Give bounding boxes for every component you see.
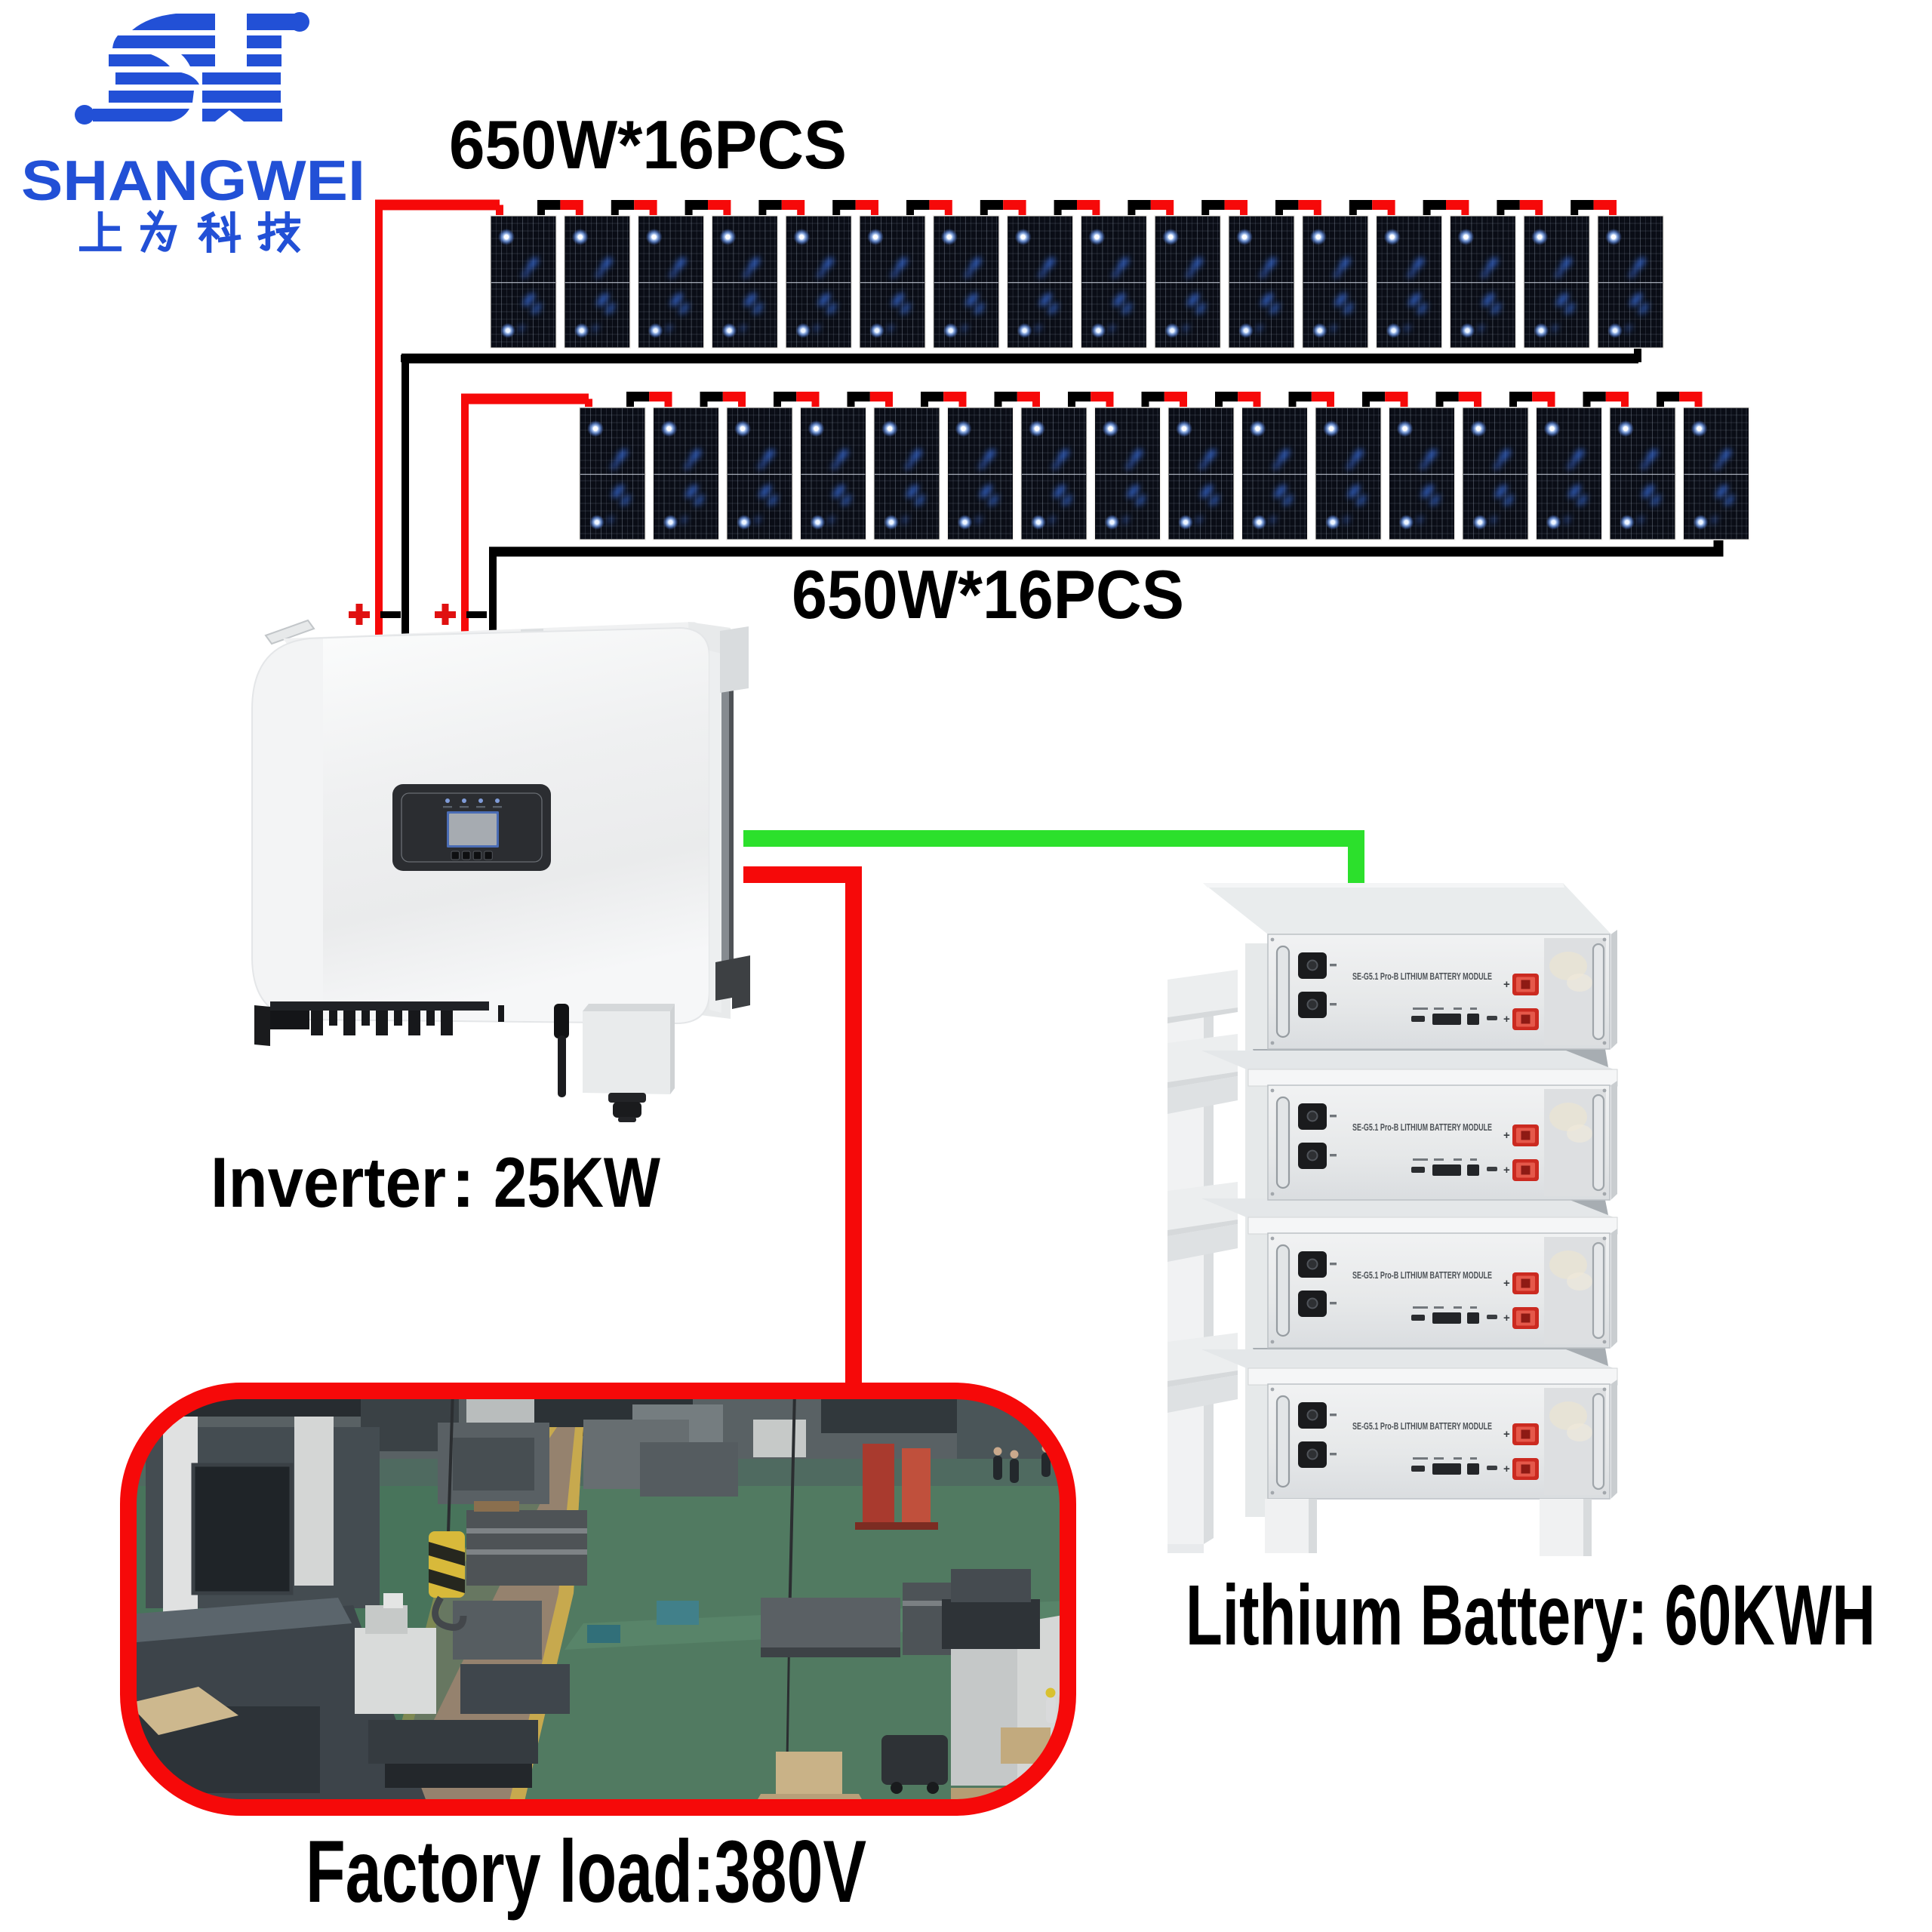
svg-text:+: + bbox=[1503, 1164, 1510, 1177]
svg-text:25KW: 25KW bbox=[494, 1143, 660, 1222]
svg-text:+: + bbox=[1503, 1463, 1510, 1475]
svg-text:+: + bbox=[1503, 1129, 1510, 1142]
svg-text:SE-G5.1 Pro-B LITHIUM BATTERY: SE-G5.1 Pro-B LITHIUM BATTERY MODULE bbox=[1352, 1270, 1492, 1281]
svg-text:650W*16PCS: 650W*16PCS bbox=[792, 557, 1184, 633]
svg-text:650W*16PCS: 650W*16PCS bbox=[449, 107, 847, 183]
svg-text:SE-G5.1 Pro-B LITHIUM BATTERY: SE-G5.1 Pro-B LITHIUM BATTERY MODULE bbox=[1352, 971, 1492, 982]
svg-text:Inverter: Inverter bbox=[211, 1143, 446, 1222]
svg-text:Factory load:380V: Factory load:380V bbox=[306, 1822, 866, 1921]
svg-text:+: + bbox=[1503, 1312, 1510, 1324]
svg-text::: : bbox=[451, 1143, 475, 1222]
svg-text:SHANGWEI: SHANGWEI bbox=[21, 149, 365, 212]
svg-text:+: + bbox=[1503, 978, 1510, 991]
svg-text:Lithium Battery: 60KWH: Lithium Battery: 60KWH bbox=[1186, 1567, 1875, 1663]
svg-text:SE-G5.1 Pro-B LITHIUM BATTERY: SE-G5.1 Pro-B LITHIUM BATTERY MODULE bbox=[1352, 1421, 1492, 1432]
svg-text:+: + bbox=[1503, 1013, 1510, 1026]
svg-text:+: + bbox=[1503, 1277, 1510, 1290]
svg-text:SE-G5.1 Pro-B LITHIUM BATTERY: SE-G5.1 Pro-B LITHIUM BATTERY MODULE bbox=[1352, 1122, 1492, 1133]
svg-text:+: + bbox=[1503, 1428, 1510, 1441]
